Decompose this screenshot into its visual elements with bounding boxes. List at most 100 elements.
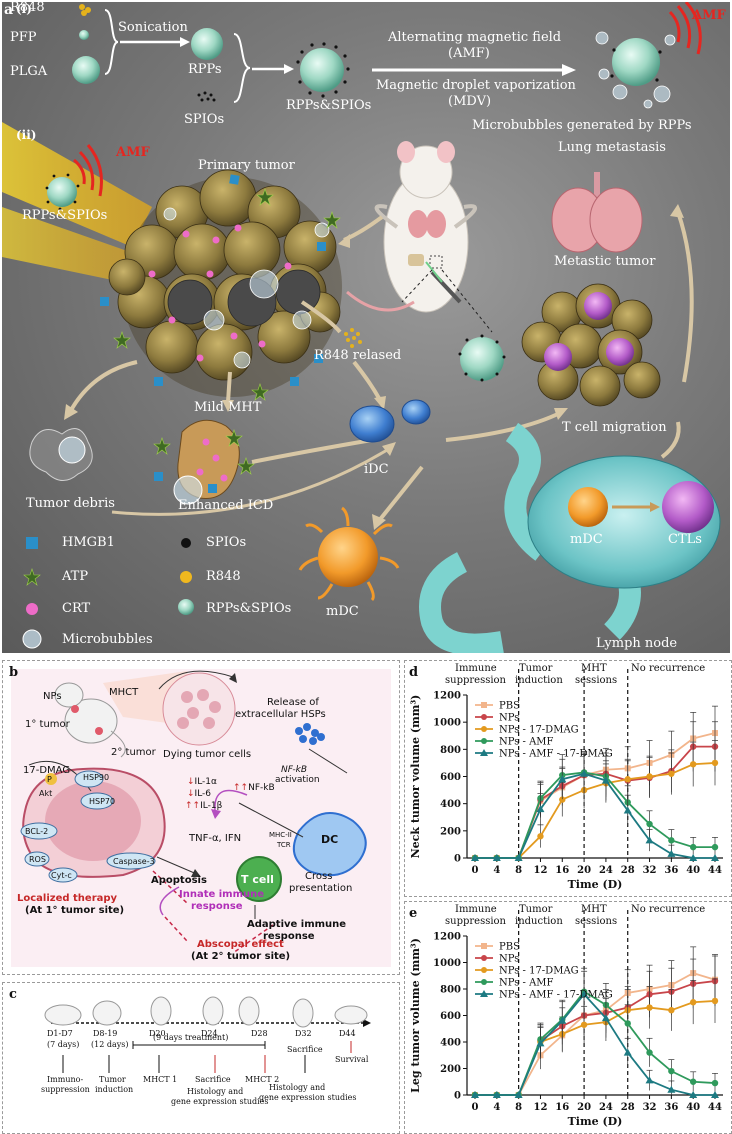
panel-a: a (i) R848 PFP PLGA Sonication RPPs SPIO… [2,2,730,653]
neck-data-point [711,843,719,851]
panel-c-timeline-graphic [44,996,371,1073]
b-caspase: Caspase-3 [113,857,155,866]
metastic-tumor-label: Metastic tumor [554,254,656,269]
c-step-2-sub: (12 days) [91,1040,129,1049]
enhanced-icd-label: Enhanced ICD [178,498,274,513]
leg-y-tick-label: 200 [440,1064,461,1075]
leg-x-tick-label: 8 [515,1102,522,1113]
leg-legend-label: NPs - AMF [499,978,554,989]
neck-x-tick-label: 40 [686,865,700,876]
b-secondary-tumor: 2° tumor [111,747,156,758]
panel-a-sub-i: (i) [16,2,32,16]
neck-legend-marker [481,714,487,720]
mdc-label: mDC [326,604,359,619]
leg-data-point [689,1091,698,1098]
b-il1a-text: IL-1α [194,777,217,787]
neck-y-tick-label: 200 [440,826,461,837]
leg-data-point [536,1039,545,1047]
d-phase-1-line-1: Immune [455,663,497,674]
leg-data-point [514,1091,523,1098]
leg-x-tick-label: 20 [577,1102,591,1113]
leg-legend-marker [481,943,487,949]
b-nps: NPs [43,691,62,702]
neck-data-point [537,833,544,840]
leg-data-point [558,1016,567,1024]
rpps-spios-left-label: RPPs&SPIOs [22,208,108,223]
rpps-spios-label: RPPs&SPIOs [286,98,372,113]
leg-legend-marker [481,955,487,961]
c-step-1-sub: (7 days) [47,1040,80,1049]
b-nfkb-act-1: NF-kB [281,765,308,775]
b-drug: 17-DMAG [23,765,71,776]
spios-label: SPIOs [184,112,225,127]
amf-abbr: (AMF) [448,46,490,61]
leg-data-point [471,1091,479,1098]
e-phase-4-line-1: No recurrence [631,904,706,915]
c-step-2-desc-2: induction [95,1085,134,1094]
b-apoptosis: Apoptosis [151,875,207,886]
leg-data-point [645,1076,654,1084]
neck-x-tick-label: 16 [555,865,569,876]
neck-data-point [601,776,610,784]
c-step-7-desc-1: Survival [335,1055,369,1064]
neck-legend-label: NPs [499,713,519,724]
neck-x-tick-label: 36 [664,865,678,876]
leg-data-point [667,1085,676,1093]
neck-series-line [475,745,715,859]
neck-x-tick-label: 0 [472,865,479,876]
b-il1b-text: IL-1β [200,801,223,811]
leg-data-point [711,1091,719,1098]
c-step-6-desc-2: Histology and [269,1083,326,1092]
leg-data-point [689,999,697,1006]
amf-top-label: AMF [692,8,726,23]
mdv-abbr: (MDV) [448,94,492,109]
d-phase-3-line-1: MHT [581,663,607,674]
leg-data-point [711,1079,719,1087]
leg-x-tick-label: 16 [555,1102,569,1113]
leg-y-axis-label: Leg tumor volume (mm³) [409,938,422,1093]
leg-data-point [711,997,719,1005]
b-cytc: Cyt-c [51,871,72,880]
t-cell-migration-label: T cell migration [562,420,667,435]
neck-data-point [559,796,566,803]
b-il6: ↓IL-6 [187,789,212,799]
leg-x-tick-label: 4 [493,1102,500,1113]
leg-x-tick-label: 28 [621,1102,635,1113]
leg-data-point [646,1004,653,1011]
b-abscopal-1: Abscopal effect [197,939,284,950]
neck-legend-marker [480,749,488,756]
mouse-illustration [346,141,477,313]
c-step-3-desc-1: MHCT 1 [143,1075,178,1084]
b-localized-1: Localized therapy [17,893,118,904]
neck-legend-label: NPs - AMF - 17-DMAG [499,749,613,760]
panel-label-d: d [409,665,419,680]
b-tnf: TNF-α, IFN [189,833,242,844]
neck-legend-marker [481,702,487,708]
b-innate-2: response [191,901,243,912]
c-step-5-day: D28 [251,1029,268,1038]
d-phase-4-line-1: No recurrence [631,663,706,674]
b-mhct: MHCT [109,687,139,698]
lung-metastasis-label: Lung metastasis [558,140,666,155]
e-phase-3-line-1: MHT [581,904,607,915]
b-release-1: Release of [267,697,319,708]
c-step-7-day: D44 [339,1029,356,1038]
leg-x-tick-label: 12 [533,1102,547,1113]
neck-data-point [689,854,698,861]
rpps-label: RPPs [188,62,222,77]
panel-a-illustration [2,2,721,653]
leg-x-axis-label: Time (D) [568,1115,623,1128]
legend-microbubbles: Microbubbles [62,632,153,647]
neck-data-point [667,849,676,857]
neck-y-tick-label: 800 [440,745,461,756]
neck-x-axis-label: Time (D) [568,878,623,891]
neck-y-tick-label: 1200 [433,691,461,702]
c-step-6-day: D32 [295,1029,312,1038]
d-phase-3-line-2: sessions [575,675,618,686]
b-p: P [47,775,52,784]
b-hsp90: HSP90 [83,773,110,782]
legend-rpps-spios: RPPs&SPIOs [206,601,292,616]
legend-crt: CRT [62,601,91,616]
